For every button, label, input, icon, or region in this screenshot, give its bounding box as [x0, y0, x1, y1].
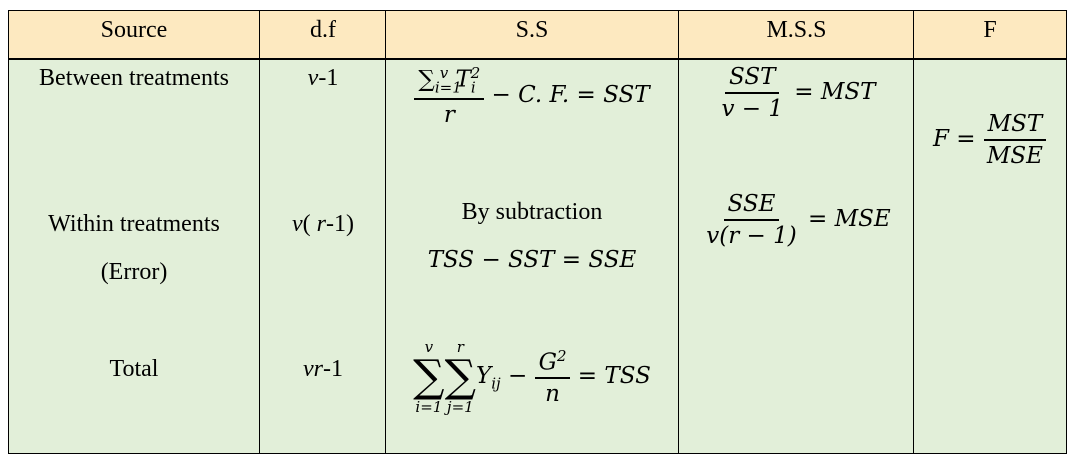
sum-j: r∑j=1	[445, 339, 476, 415]
source-total: Total	[109, 356, 159, 382]
term-t: T	[455, 66, 471, 93]
df-within-pre: v	[292, 211, 303, 237]
g-symbol: G	[538, 349, 557, 376]
df-total-rest: -1	[323, 356, 343, 382]
f-denominator: MSE	[986, 143, 1043, 169]
anova-table: Source d.f S.S M.S.S F Between treatment…	[8, 10, 1067, 454]
header-f: F	[983, 17, 997, 43]
header-source: Source	[100, 17, 168, 43]
sum-i-lower: i=1	[415, 398, 443, 416]
g-numerator: G2	[534, 346, 571, 380]
column-divider	[913, 11, 914, 453]
sum-j-symbol: ∑	[444, 351, 477, 402]
df-between-var: v	[307, 65, 319, 91]
mss-between-denominator: v − 1	[721, 96, 783, 122]
term-t-sub: i	[470, 78, 476, 97]
mss-between-rest: = MST	[786, 79, 876, 105]
source-within-error: (Error)	[100, 259, 168, 285]
f-lhs: F =	[933, 126, 983, 152]
ss-total-minus: −	[500, 363, 535, 389]
column-divider	[678, 11, 679, 453]
ss-between-formula: ∑i=1v Ti2 r − C. F. = SST	[386, 64, 678, 128]
header-df: d.f	[310, 17, 336, 43]
ss-within-equation: TSS − SST = SSE	[427, 247, 637, 273]
source-within: Within treatments	[48, 211, 220, 237]
source-between: Between treatments	[39, 65, 229, 91]
ss-within-label: By subtraction	[461, 199, 603, 225]
sum-symbol: ∑	[418, 66, 435, 93]
df-between: v-1	[260, 65, 386, 92]
ss-between-fraction: ∑i=1v Ti2 r	[414, 64, 485, 129]
ss-between-numerator: ∑i=1v Ti2	[414, 64, 485, 101]
sum-i: v∑i=1	[413, 339, 444, 415]
g-sup: 2	[556, 346, 567, 365]
term-t-sup: 2	[470, 64, 481, 82]
ss-between-rest: − C. F. = SST	[484, 82, 650, 109]
mss-within-denominator: v(r − 1)	[706, 223, 797, 249]
f-numerator: MST	[983, 111, 1047, 141]
sum-upper: v	[439, 64, 449, 82]
mss-within-numerator: SSE	[723, 191, 780, 221]
sum-j-lower: j=1	[446, 398, 474, 416]
column-divider	[259, 11, 260, 453]
header-ss: S.S	[515, 17, 549, 43]
header-row	[9, 11, 1066, 60]
term-y-sub: ij	[491, 374, 501, 393]
ss-between-denominator: r	[443, 102, 455, 129]
ss-total-rest: = TSS	[570, 363, 651, 389]
df-within-rest: -1)	[326, 211, 354, 237]
df-within-var: r	[316, 211, 326, 237]
sum-i-symbol: ∑	[413, 351, 445, 402]
mss-within-rest: = MSE	[800, 206, 891, 232]
sum-j-upper: r	[456, 338, 464, 356]
table-body	[9, 60, 1066, 453]
sum-i-upper: v	[424, 338, 434, 356]
df-within-open: (	[302, 211, 311, 237]
df-between-rest: -1	[318, 65, 339, 91]
g-denominator: n	[545, 381, 560, 408]
column-divider	[385, 11, 386, 453]
df-total-var: vr	[303, 356, 323, 382]
df-total: vr-1	[260, 356, 386, 383]
term-y: Y	[476, 363, 492, 389]
df-within: v( r-1)	[260, 211, 386, 238]
mss-between-numerator: SST	[724, 64, 780, 94]
header-mss: M.S.S	[766, 17, 827, 43]
